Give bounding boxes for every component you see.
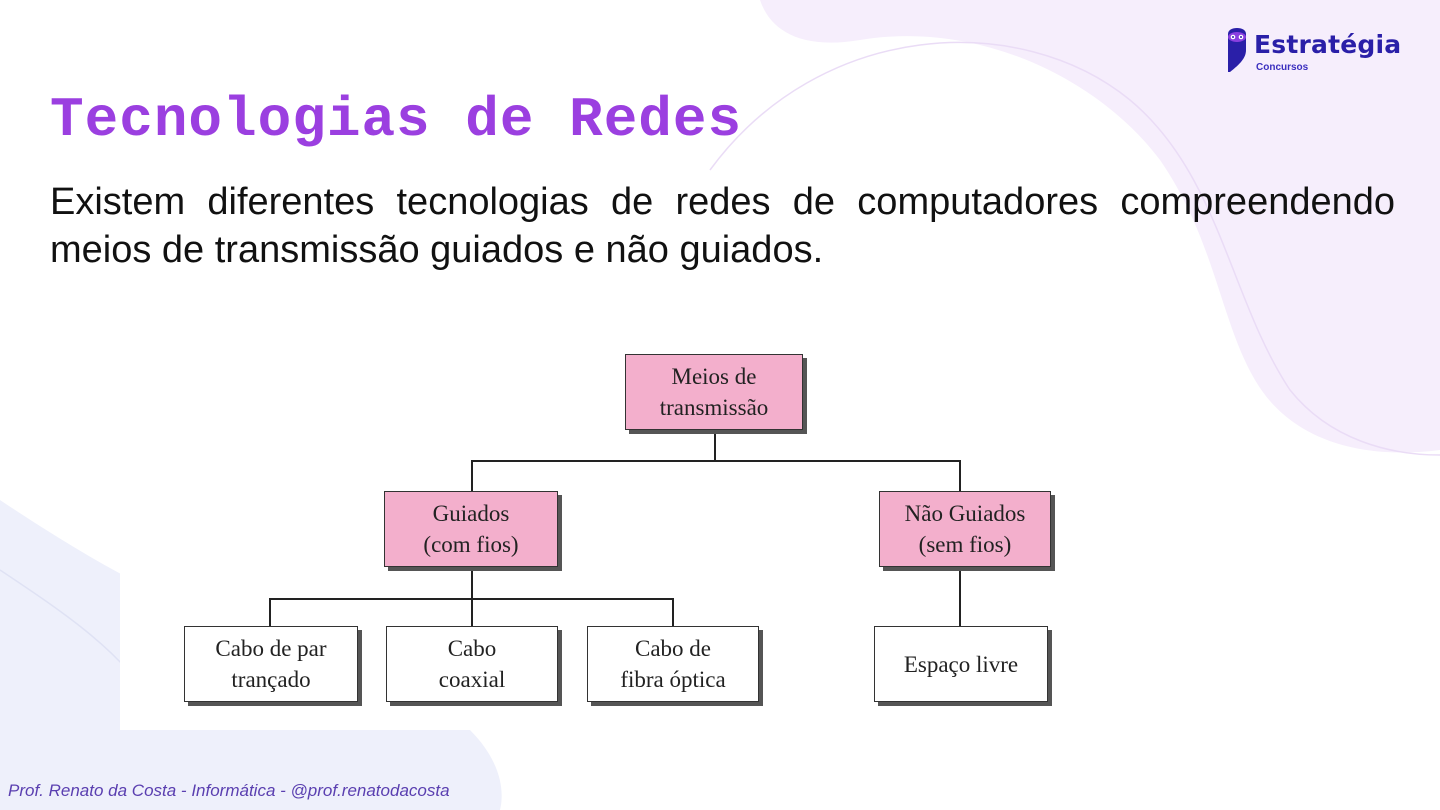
- connector-to-coaxial: [471, 598, 473, 626]
- node-guided-label: Guiados (com fios): [423, 501, 519, 557]
- node-root-label: Meios de transmissão: [659, 364, 769, 420]
- connector-to-unguided: [959, 460, 961, 491]
- footer-credit: Prof. Renato da Costa - Informática - @p…: [8, 781, 450, 800]
- connector-unguided-down: [959, 566, 961, 626]
- node-free-space: Espaço livre: [874, 626, 1048, 702]
- node-fiber-optic: Cabo de fibra óptica: [587, 626, 759, 702]
- connector-to-fiber: [672, 598, 674, 626]
- brand-logo: Estratégia Concursos: [1224, 28, 1414, 76]
- owl-icon: [1228, 28, 1246, 72]
- slide-body-text: Existem diferentes tecnologias de redes …: [50, 181, 1395, 271]
- background-curve-line: [709, 41, 1440, 456]
- brand-name: Estratégia: [1254, 30, 1402, 59]
- connector-to-twisted-pair: [269, 598, 271, 626]
- node-twisted-pair-label: Cabo de par trançado: [215, 636, 327, 692]
- brand-subtitle: Concursos: [1256, 62, 1309, 73]
- node-coaxial: Cabo coaxial: [386, 626, 558, 702]
- node-unguided-label: Não Guiados (sem fios): [904, 501, 1026, 557]
- node-coaxial-label: Cabo coaxial: [438, 636, 506, 692]
- transmission-media-diagram: Meios de transmissão Guiados (com fios) …: [120, 330, 1120, 730]
- node-free-space-label: Espaço livre: [903, 651, 1019, 677]
- slide-title: Tecnologias de Redes: [50, 88, 743, 152]
- connector-top-horizontal: [471, 460, 961, 462]
- connector-to-guided: [471, 460, 473, 491]
- node-root-transmission-media: Meios de transmissão: [625, 354, 803, 430]
- connector-guided-down: [471, 566, 473, 626]
- node-twisted-pair: Cabo de par trançado: [184, 626, 358, 702]
- node-guided: Guiados (com fios): [384, 491, 558, 567]
- node-fiber-optic-label: Cabo de fibra óptica: [620, 636, 726, 692]
- background-blob-top-right: [760, 0, 1440, 453]
- node-unguided: Não Guiados (sem fios): [879, 491, 1051, 567]
- connector-root-down: [714, 430, 716, 461]
